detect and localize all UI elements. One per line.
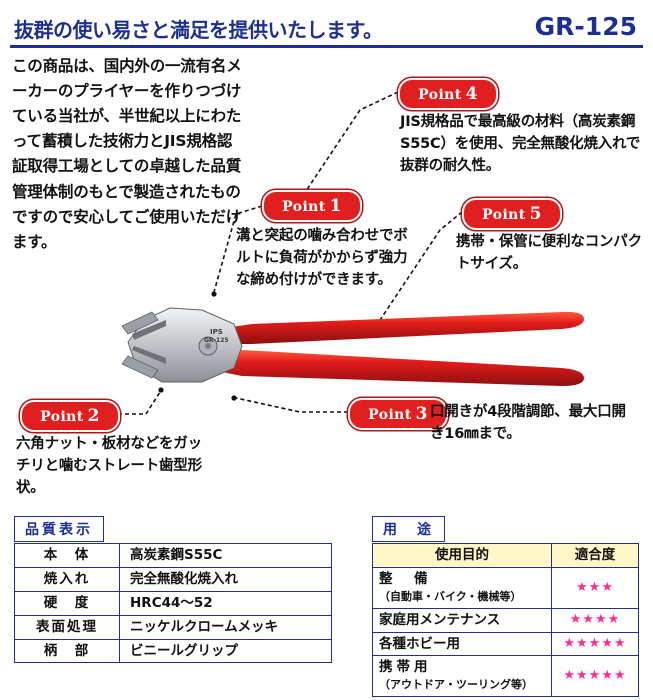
quality-value: 高炭素鋼S55C [119,543,332,568]
quality-value: ニッケルクロームメッキ [119,614,332,640]
product-photo: IPS GR-125 [92,290,652,410]
point-text-4: JIS規格品で最高級の材料（高炭素鋼S55C）を使用、完全無酸化焼入れで抜群の耐… [400,114,641,174]
usage-purpose-sub: （自動車・バイク・機械等） [379,589,522,603]
table-row: 硬 度 HRC44〜52 [14,590,332,616]
usage-table: 使用目的 適合度 整 備 （自動車・バイク・機械等） ★★★ 家庭用メンテナンス… [372,543,639,698]
quality-table-title: 品質表示 [14,516,104,542]
point-label: Point [40,409,84,425]
tool-model-text: GR-125 [204,337,229,344]
table-header-row: 使用目的 適合度 [372,543,639,568]
table-row: 携帯用 （アウトドア・ツーリング等） ★★★★★ [372,655,639,698]
quality-key: 本 体 [14,543,120,568]
page-header: 抜群の使い易さと満足を提供いたします。 GR-125 [0,12,653,48]
table-row: 焼入れ 完全無酸化焼入れ [14,566,332,592]
quality-table: 本 体 高炭素鋼S55C 焼入れ 完全無酸化焼入れ 硬 度 HRC44〜52 表… [14,543,332,664]
usage-purpose: 携帯用 （アウトドア・ツーリング等） [372,655,552,698]
quality-value: ビニールグリップ [119,638,332,664]
point-number: 5 [529,204,542,224]
usage-purpose: 家庭用メンテナンス [372,607,552,633]
header-divider [10,45,643,48]
quality-key: 柄 部 [14,638,120,664]
point-number: 4 [465,84,478,104]
usage-rating: ★★★★ [551,607,639,633]
table-row: 各種ホビー用 ★★★★★ [372,631,639,657]
point-label: Point [282,199,326,215]
point-number: 3 [415,404,428,424]
quality-key: 表面処理 [14,614,120,640]
table-row: 柄 部 ビニールグリップ [14,638,332,664]
intro-paragraph: この商品は、国内外の一流有名メーカーのプライヤーを作りつづけている当社が、半世紀… [12,57,242,251]
table-row: 家庭用メンテナンス ★★★★ [372,607,639,633]
table-row: 整 備 （自動車・バイク・機械等） ★★★ [372,566,639,609]
usage-purpose-main: 携帯用 [379,659,432,676]
point-label: Point [482,207,526,223]
quality-value: 完全無酸化焼入れ [119,566,332,592]
point-label: Point [418,87,462,103]
quality-value: HRC44〜52 [119,590,332,616]
model-number: GR-125 [534,12,637,41]
usage-purpose: 整 備 （自動車・バイク・機械等） [372,566,552,609]
point-text-1: 溝と突起の噛み合わせでボルトに負荷がかからず強力な締め付けができます。 [236,228,408,288]
point-text-5: 携帯・保管に便利なコンパクトサイズ。 [456,234,642,272]
table-row: 本 体 高炭素鋼S55C [14,543,332,568]
usage-purpose: 各種ホビー用 [372,631,552,657]
usage-header-rating: 適合度 [551,543,639,568]
usage-purpose-sub: （アウトドア・ツーリング等） [379,678,533,692]
usage-header-purpose: 使用目的 [372,543,552,568]
usage-table-title: 用 途 [372,516,445,542]
quality-key: 硬 度 [14,590,120,616]
usage-purpose-main: 整 備 [379,570,432,587]
point-text-2: 六角ナット・板材などをガッチリと噛むストレート歯型形状。 [16,436,202,496]
tool-brand-text: IPS [210,328,223,336]
page-title: 抜群の使い易さと満足を提供いたします。 [14,18,383,42]
usage-rating: ★★★★★ [551,655,639,698]
point-text-3: 口開きが4段階調節、最大口開き16㎜まで。 [430,404,626,442]
point-number: 2 [87,406,100,426]
table-row: 表面処理 ニッケルクロームメッキ [14,614,332,640]
usage-rating: ★★★ [551,566,639,609]
point-label: Point [368,407,412,423]
usage-purpose-main: 家庭用メンテナンス [379,611,501,628]
usage-rating: ★★★★★ [551,631,639,657]
point-number: 1 [329,196,342,216]
quality-key: 焼入れ [14,566,120,592]
usage-purpose-main: 各種ホビー用 [379,635,460,652]
